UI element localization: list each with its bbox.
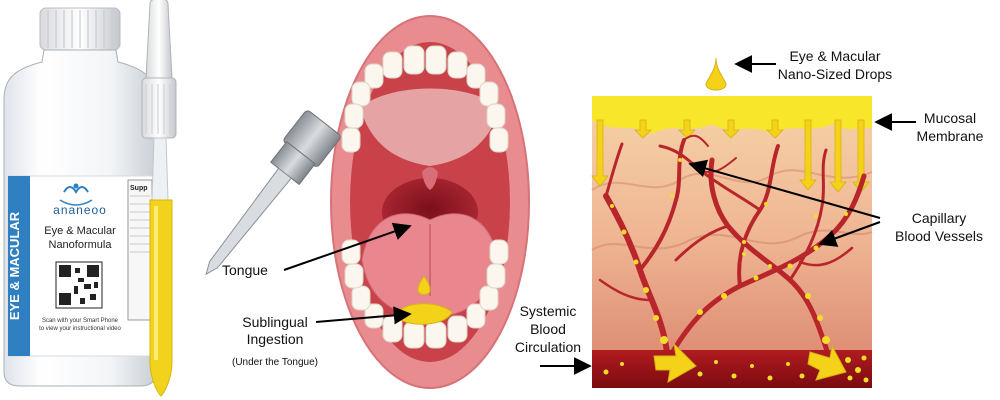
label-capillary-line1: Capillary xyxy=(911,210,967,226)
uvula xyxy=(422,167,438,190)
label-tongue: Tongue xyxy=(222,262,268,278)
mucosal-layer xyxy=(592,96,872,120)
palate xyxy=(360,88,500,166)
falling-drop xyxy=(417,274,431,295)
bottle-illustration: EYE & MACULAR ananeoo Eye & Macular Nano… xyxy=(3,7,157,387)
label-mucosal-line1: Mucosal xyxy=(923,110,977,126)
bottle-product-line2: Nanoformula xyxy=(49,239,113,251)
lower-teeth xyxy=(341,239,509,349)
entry-arrow-right xyxy=(807,344,847,381)
label-systemic-line1: Systemic xyxy=(519,303,577,319)
label-systemic-line2: Blood xyxy=(530,321,566,337)
qr-code xyxy=(55,261,103,309)
bottle-scan-line2: to view your instructional video xyxy=(39,326,121,332)
supplement-panel-label: Supp xyxy=(130,185,148,192)
tongue-arrow xyxy=(283,222,412,271)
label-capillary-line2: Blood Vessels xyxy=(895,228,983,244)
bottle-product-line1: Eye & Macular xyxy=(44,225,116,237)
label-systemic-line3: Circulation xyxy=(514,339,582,355)
dropper-bulb xyxy=(145,0,173,79)
label-drops-line2: Nano-Sized Drops xyxy=(777,66,893,82)
open-mouth-illustration xyxy=(330,15,530,389)
dropper-collar xyxy=(141,77,177,139)
bottle-side-stripe xyxy=(8,176,30,356)
label-sublingual-line1: Sublingual xyxy=(242,314,308,330)
brand-logo xyxy=(59,183,93,206)
absorption-arrows xyxy=(591,119,870,193)
dropper-tube xyxy=(149,199,173,397)
sublingual-arrow xyxy=(315,306,412,325)
label-mucosal-line2: Membrane xyxy=(916,128,984,144)
dropper-into-mouth xyxy=(205,110,341,276)
upper-teeth xyxy=(341,45,509,153)
bottle-brand: ananeoo xyxy=(53,203,107,217)
bottle-scan-line1: Scan with your Smart Phone xyxy=(42,318,119,324)
label-sublingual-line2: Ingestion xyxy=(246,331,304,347)
nano-particles xyxy=(610,158,848,344)
capillary-arrow-1 xyxy=(688,159,881,219)
bottle-side-text: EYE & MACULAR xyxy=(7,211,22,320)
entry-arrow-left xyxy=(653,342,697,383)
tissue-diagram xyxy=(591,57,873,388)
supplement-panel xyxy=(127,179,153,321)
label-under-tongue: (Under the Tongue) xyxy=(232,357,318,368)
callout-arrows xyxy=(283,55,916,375)
nano-drop-icon xyxy=(705,57,727,91)
capillary-arrow-2 xyxy=(818,221,881,247)
label-drops-line1: Eye & Macular xyxy=(789,48,881,64)
dropper-illustration xyxy=(141,0,177,397)
